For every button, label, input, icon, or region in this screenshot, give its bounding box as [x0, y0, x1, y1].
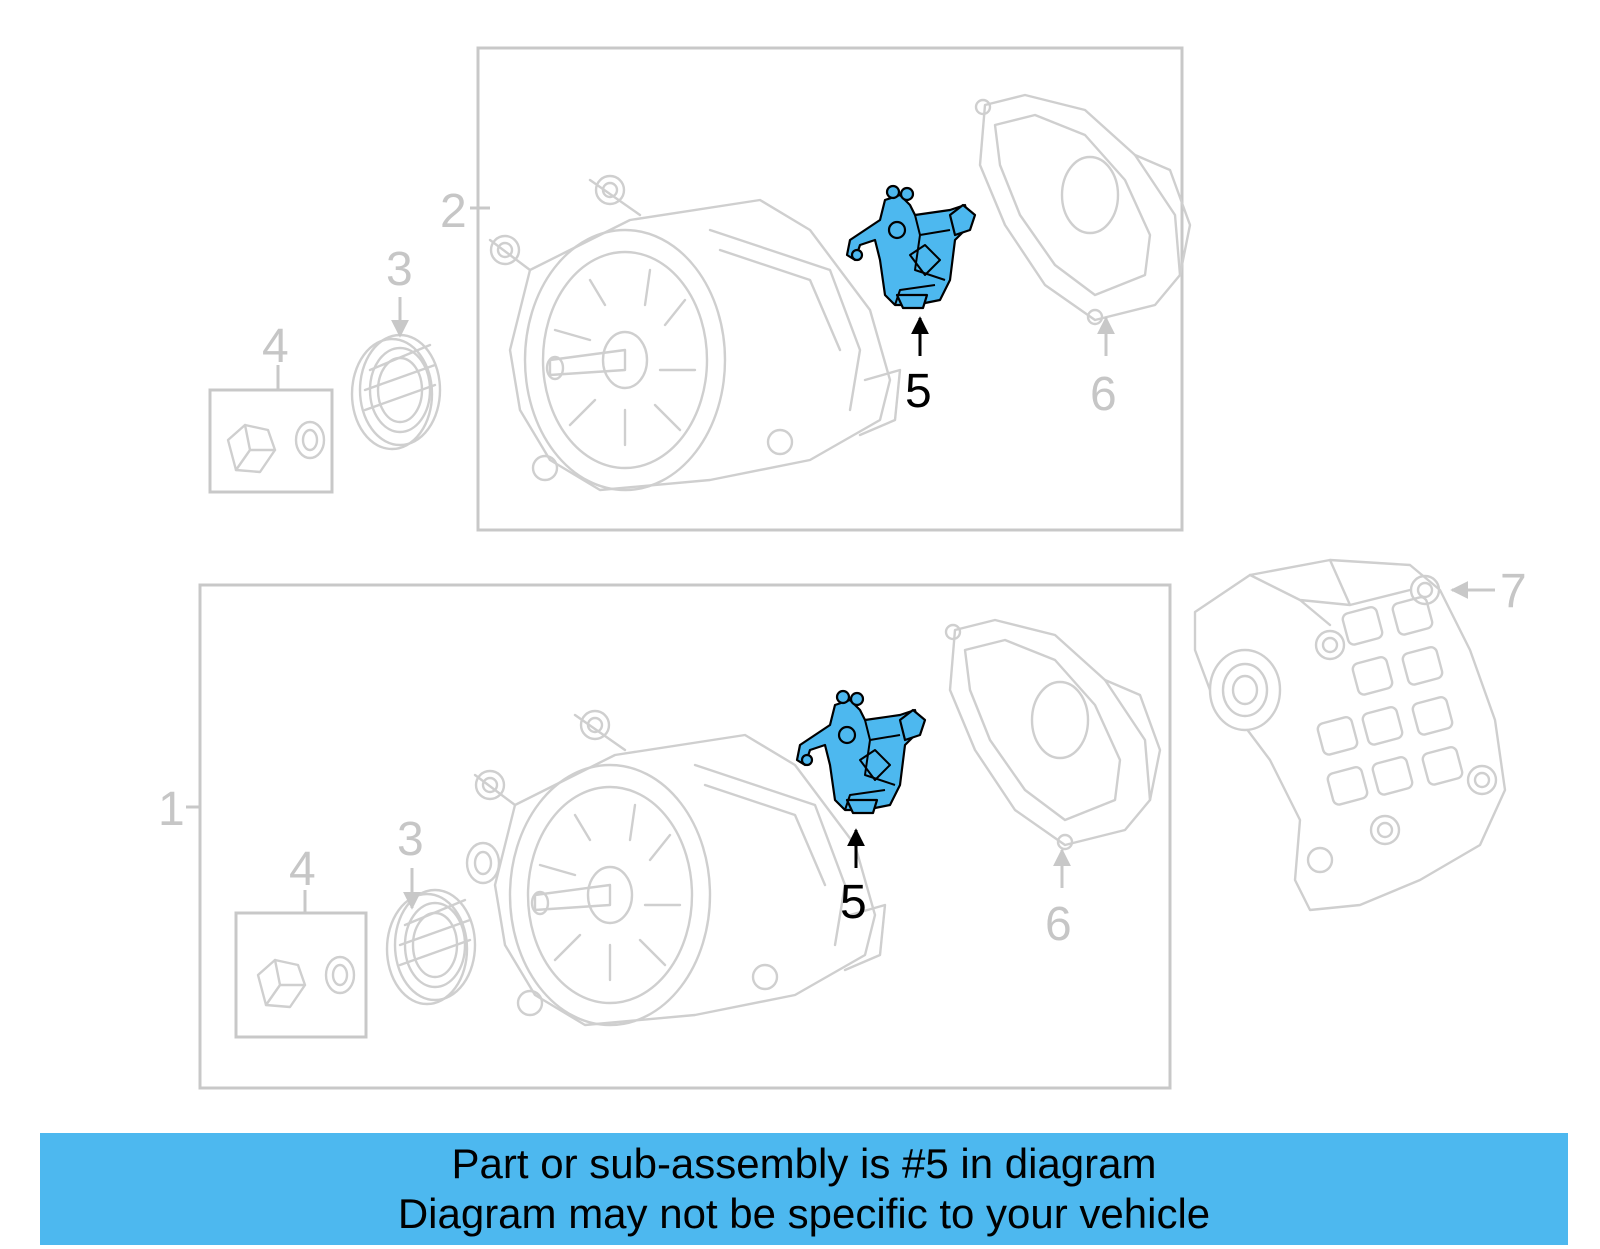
- banner-line-disclaimer: Diagram may not be specific to your vehi…: [397, 1190, 1211, 1237]
- nut-washer-top: [226, 420, 326, 474]
- nut-washer-box-top: [208, 388, 334, 494]
- callout-6-bottom: 6: [1045, 898, 1072, 951]
- washer-bottom: [465, 841, 501, 885]
- callout-5-top: 5: [905, 365, 932, 418]
- banner-line-part-number: Part or sub-assembly is #5 in diagram: [451, 1140, 1157, 1187]
- nut-washer-bottom: [256, 955, 356, 1009]
- callout-3-top: 3: [386, 243, 413, 296]
- pulley-bottom: [385, 888, 477, 1006]
- mounting-bracket: [1193, 558, 1507, 912]
- regulator-top: [845, 184, 977, 310]
- info-banner: Part or sub-assembly is #5 in diagram Di…: [40, 1133, 1568, 1245]
- assembly-frame-top: [476, 46, 1184, 532]
- pulley-top: [350, 333, 442, 451]
- callout-4-bottom: 4: [289, 843, 316, 896]
- callout-4-top: 4: [262, 320, 289, 373]
- callout-2-top: 2: [440, 185, 467, 238]
- callout-5-bottom: 5: [840, 876, 867, 929]
- alternator-top: [488, 174, 902, 492]
- nut-washer-box-bottom: [234, 911, 368, 1039]
- assembly-frame-bottom: [198, 583, 1172, 1090]
- end-cover-bottom: [944, 618, 1162, 851]
- end-cover-top: [974, 93, 1192, 326]
- callout-7-bottom: 7: [1500, 565, 1527, 618]
- alternator-bottom: [473, 709, 887, 1027]
- callout-3-bottom: 3: [397, 813, 424, 866]
- callout-6-top: 6: [1090, 368, 1117, 421]
- callout-1-bottom: 1: [158, 783, 185, 836]
